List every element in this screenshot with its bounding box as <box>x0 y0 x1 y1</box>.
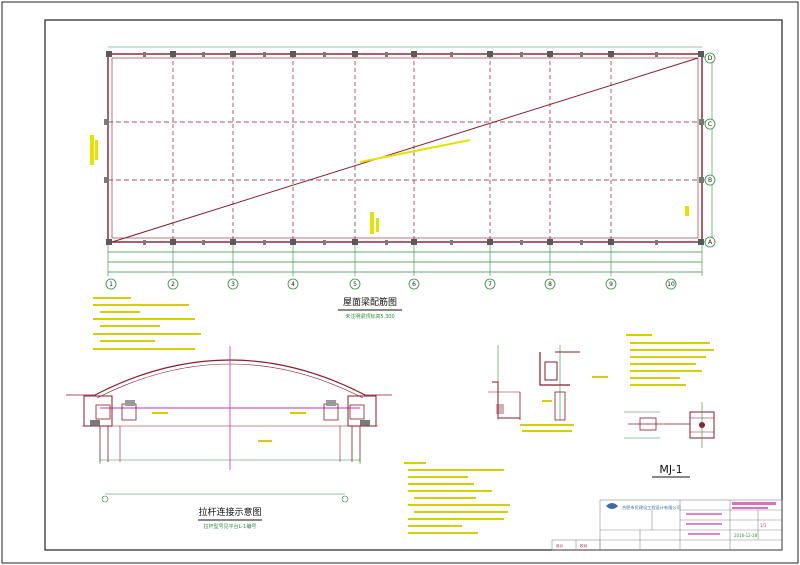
check-label: 校对 <box>580 543 588 548</box>
axis-label-d: D <box>708 55 713 62</box>
project-name-bar <box>732 502 776 505</box>
axis-label-9: 9 <box>609 281 613 288</box>
diagonal-label-line <box>359 139 471 163</box>
section-subtitle: 拉杆型号见平台L-1编号 <box>204 523 257 530</box>
axis-label-b: B <box>708 177 712 184</box>
plan-diagonal-brace <box>111 57 699 243</box>
axis-label-7: 7 <box>488 281 492 288</box>
plan-title: 屋面梁配筋图 <box>343 296 397 308</box>
plan-columns <box>106 51 704 245</box>
axis-label-10: 10 <box>667 281 675 288</box>
company-name: 合肥市民建设工程设计有限公司 <box>622 504 681 511</box>
axis-label-c: C <box>708 121 712 128</box>
axis-label-5: 5 <box>353 281 357 288</box>
tie-rod-section <box>66 346 392 503</box>
mj-1-title: MJ-1 <box>659 463 682 476</box>
section-title: 拉杆连接示意图 <box>198 506 261 518</box>
mj-1-detail <box>624 402 715 448</box>
axis-label-3: 3 <box>231 281 235 288</box>
plan-outline <box>107 53 703 243</box>
drawing-date: 2016-12-28 <box>734 533 758 538</box>
plan-inner-outline <box>111 57 699 239</box>
construction-notes <box>404 462 510 534</box>
general-notes-left <box>93 297 201 350</box>
plan-dimensions-bottom <box>108 251 702 273</box>
company-logo <box>606 503 618 509</box>
plan-annotations <box>90 135 689 234</box>
node-detail <box>488 345 608 432</box>
axis-label-1: 1 <box>109 281 113 288</box>
axis-number-bubbles <box>105 278 677 290</box>
plan-subtitle: 未注明梁顶标高5.300 <box>345 313 394 320</box>
axis-label-8: 8 <box>548 281 552 288</box>
axis-label-4: 4 <box>291 281 295 288</box>
roof-beam-plan <box>90 46 714 276</box>
sheet-number: 1/1 <box>760 523 767 528</box>
title-block <box>551 499 783 551</box>
general-notes-right <box>626 334 714 386</box>
design-label: 设计 <box>556 543 564 548</box>
axis-letter-bubbles <box>704 52 716 248</box>
axis-label-a: A <box>708 239 713 246</box>
axis-label-2: 2 <box>171 281 175 288</box>
axis-label-6: 6 <box>412 281 416 288</box>
frame-border <box>44 19 783 551</box>
